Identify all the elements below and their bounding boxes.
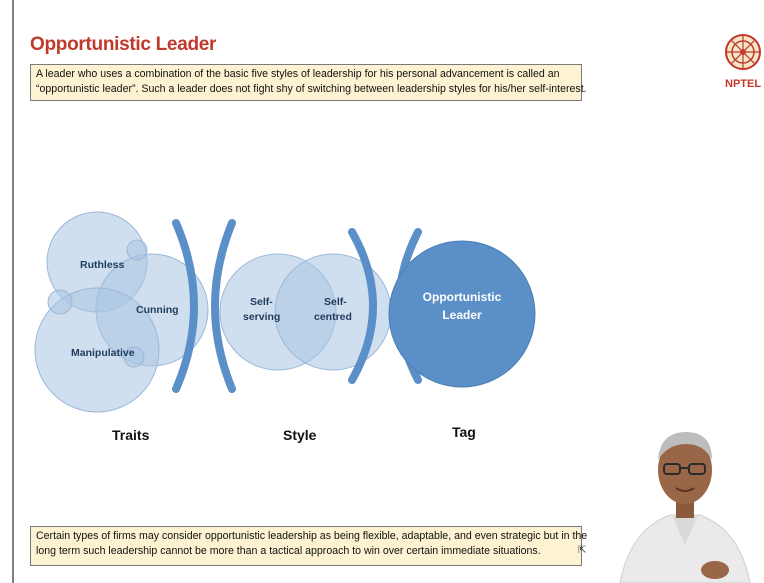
nptel-logo-icon <box>725 34 761 70</box>
conclusion-textbox: Certain types of firms may consider oppo… <box>30 526 588 566</box>
intro-line-1: A leader who uses a combination of the b… <box>36 68 560 80</box>
tag-label-line-2: Leader <box>442 308 482 322</box>
trait-label-manipulative: Manipulative <box>71 347 135 359</box>
bracket-close-1 <box>172 219 198 393</box>
presenter-video-image <box>619 432 751 583</box>
slide-title: Opportunistic Leader <box>30 34 217 55</box>
intro-line-2: “opportunistic leader”. Such a leader do… <box>36 83 587 95</box>
left-border-line <box>12 0 14 583</box>
category-label-style: Style <box>283 427 317 443</box>
mouse-cursor-icon: ⇱ <box>578 545 587 556</box>
bracket-open-1 <box>211 219 236 393</box>
trait-circle-manipulative <box>34 287 160 413</box>
trait-label-cunning: Cunning <box>136 304 179 316</box>
category-label-traits: Traits <box>112 427 150 443</box>
style-label-self-centred-1: Self- <box>324 296 347 308</box>
style-label-self-serving-2: serving <box>243 311 280 323</box>
trait-small-circle-left <box>47 289 73 315</box>
tag-circle <box>388 240 536 388</box>
tag-label-line-1: Opportunistic <box>423 290 502 304</box>
nptel-logo-text: NPTEL <box>725 78 762 90</box>
category-label-tag: Tag <box>452 424 476 440</box>
trait-small-circle-bottom <box>123 346 145 368</box>
style-label-self-serving-1: Self- <box>250 296 273 308</box>
trait-label-ruthless: Ruthless <box>80 259 125 271</box>
trait-small-circle-right <box>126 239 148 261</box>
bracket-close-2 <box>348 228 377 384</box>
conclusion-line-1: Certain types of firms may consider oppo… <box>36 530 588 542</box>
conclusion-line-2: long term such leadership cannot be more… <box>36 545 541 557</box>
style-label-self-centred-2: centred <box>314 311 352 323</box>
traits-cluster <box>34 211 209 413</box>
intro-textbox: A leader who uses a combination of the b… <box>30 64 587 101</box>
